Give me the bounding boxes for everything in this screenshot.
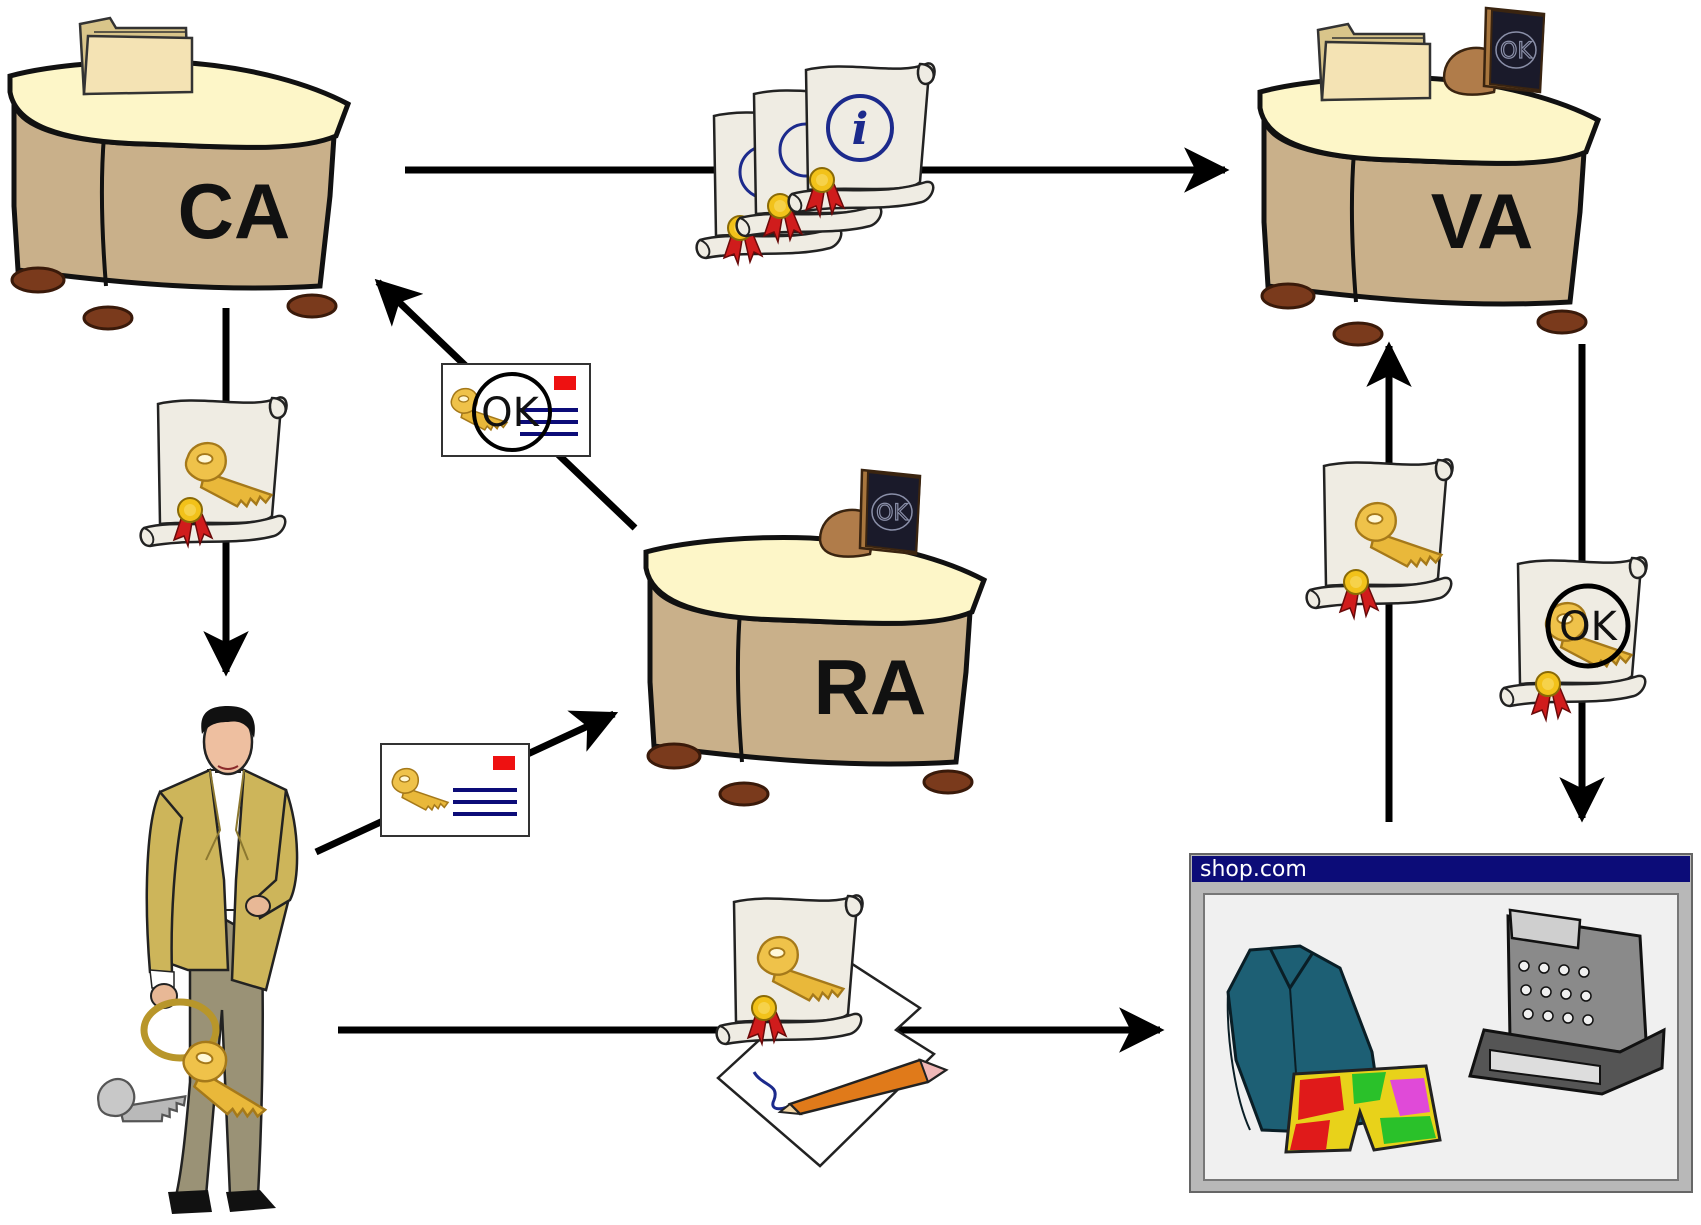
certificate-scroll-icon	[139, 396, 288, 548]
pencil-icon	[777, 1058, 949, 1116]
key-ring-icon	[97, 998, 278, 1123]
stamp-text: OK	[1500, 39, 1532, 64]
user-person-icon	[97, 706, 299, 1214]
ra-label: RA	[814, 643, 927, 731]
info-icon: i	[852, 104, 869, 155]
window-titlebar	[1192, 856, 1690, 882]
ok-stamp-icon: OK	[1442, 6, 1546, 96]
ca-desk: CA	[10, 16, 348, 329]
ok-stamp-icon: OK	[818, 468, 922, 558]
folder-icon	[78, 16, 194, 96]
certificate-stack-icon: i	[695, 62, 936, 265]
stamp-text: OK	[876, 501, 908, 526]
approved-request-card-icon: OK	[441, 363, 591, 457]
va-desk: OK VA	[1260, 6, 1598, 345]
folder-icon	[1316, 22, 1432, 102]
certificate-scroll-icon	[715, 894, 864, 1046]
ok-text: OK	[481, 390, 540, 436]
shorts-icon	[1284, 1064, 1442, 1154]
signed-document-icon	[715, 894, 949, 1168]
certificate-request-card-icon	[380, 743, 530, 837]
certificate-scroll-icon	[1305, 458, 1454, 619]
ok-certificate-icon: OK	[1499, 556, 1648, 721]
window-title: shop.com	[1200, 857, 1307, 882]
ok-text: OK	[1559, 604, 1618, 650]
ca-label: CA	[178, 167, 291, 255]
shop-window: shop.com	[1189, 853, 1693, 1193]
va-label: VA	[1431, 177, 1534, 265]
ra-desk: OK RA	[646, 468, 984, 805]
cash-register-icon	[1468, 908, 1666, 1096]
